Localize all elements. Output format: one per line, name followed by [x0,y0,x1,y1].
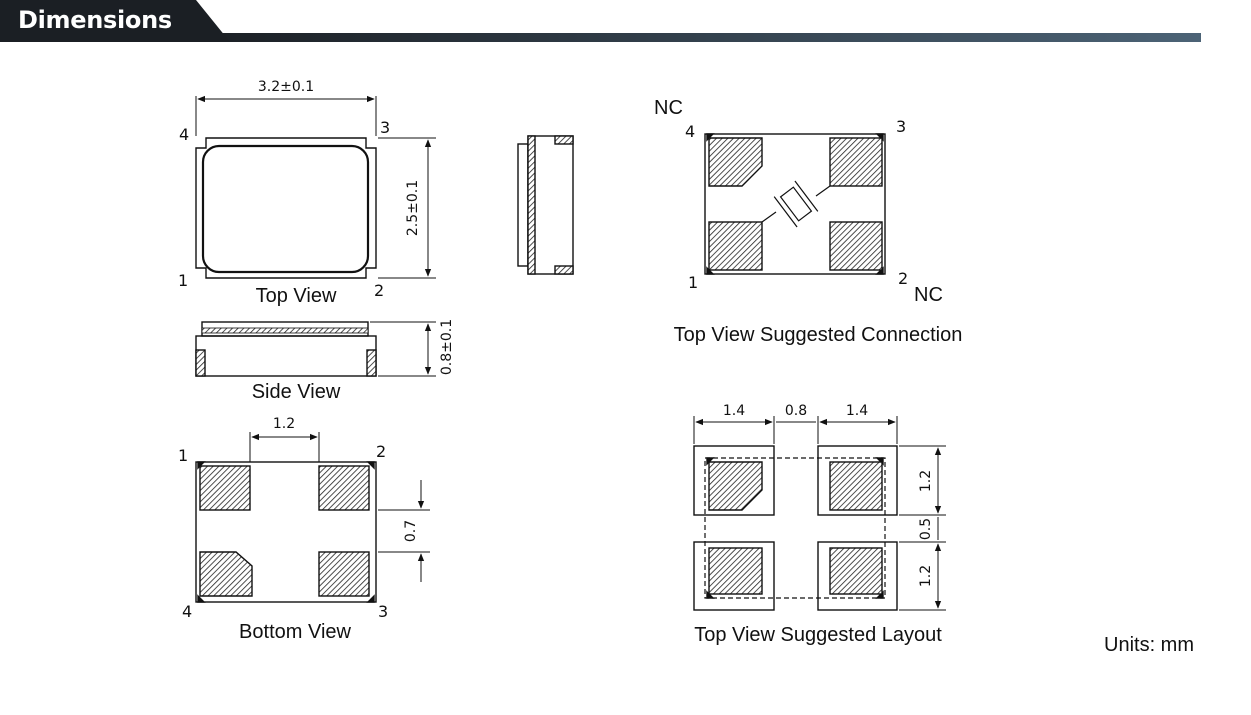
bottom-view [195,432,430,603]
side-view-height-dim: 0.8±0.1 [439,319,455,375]
connection-nc-bottom: NC [914,284,943,306]
bottom-view-pad-dim: 0.7 [403,520,419,542]
section-title: Dimensions [18,6,172,34]
layout-dim-mid-gap: 0.5 [918,518,934,540]
top-view-pin-4: 4 [179,125,189,144]
top-view-width-dim: 3.2±0.1 [258,79,314,95]
bottom-view-caption: Bottom View [239,621,351,643]
top-view-pin-1: 1 [178,271,188,290]
layout-dim-bottom-pad: 1.2 [918,565,934,587]
layout-dim-gap: 0.8 [785,403,807,419]
top-view-pin-3: 3 [380,118,390,137]
bottom-view-pin-3: 3 [378,602,388,621]
connection-view [704,133,886,275]
header-bar [0,0,1201,42]
bottom-view-pin-4: 4 [182,602,192,621]
units-label: Units: mm [1104,634,1194,656]
bottom-view-gap-dim: 1.2 [273,416,295,432]
side-profile-view [517,135,574,275]
layout-view [693,416,946,611]
side-view [195,321,436,377]
top-view-height-dim: 2.5±0.1 [405,180,421,236]
bottom-view-pin-2: 2 [376,442,386,461]
layout-dim-left-pad: 1.4 [723,403,745,419]
top-view-pin-2: 2 [374,281,384,300]
layout-dim-right-pad: 1.4 [846,403,868,419]
connection-nc-top: NC [654,97,683,119]
connection-pin-2: 2 [898,269,908,288]
layout-dim-top-pad: 1.2 [918,470,934,492]
layout-view-caption: Top View Suggested Layout [694,624,942,646]
side-view-caption: Side View [252,381,341,403]
top-view [195,95,436,279]
connection-pin-4: 4 [685,122,695,141]
bottom-view-pin-1: 1 [178,446,188,465]
top-view-caption: Top View [256,285,337,307]
connection-view-caption: Top View Suggested Connection [674,324,963,346]
connection-pin-3: 3 [896,117,906,136]
connection-pin-1: 1 [688,273,698,292]
